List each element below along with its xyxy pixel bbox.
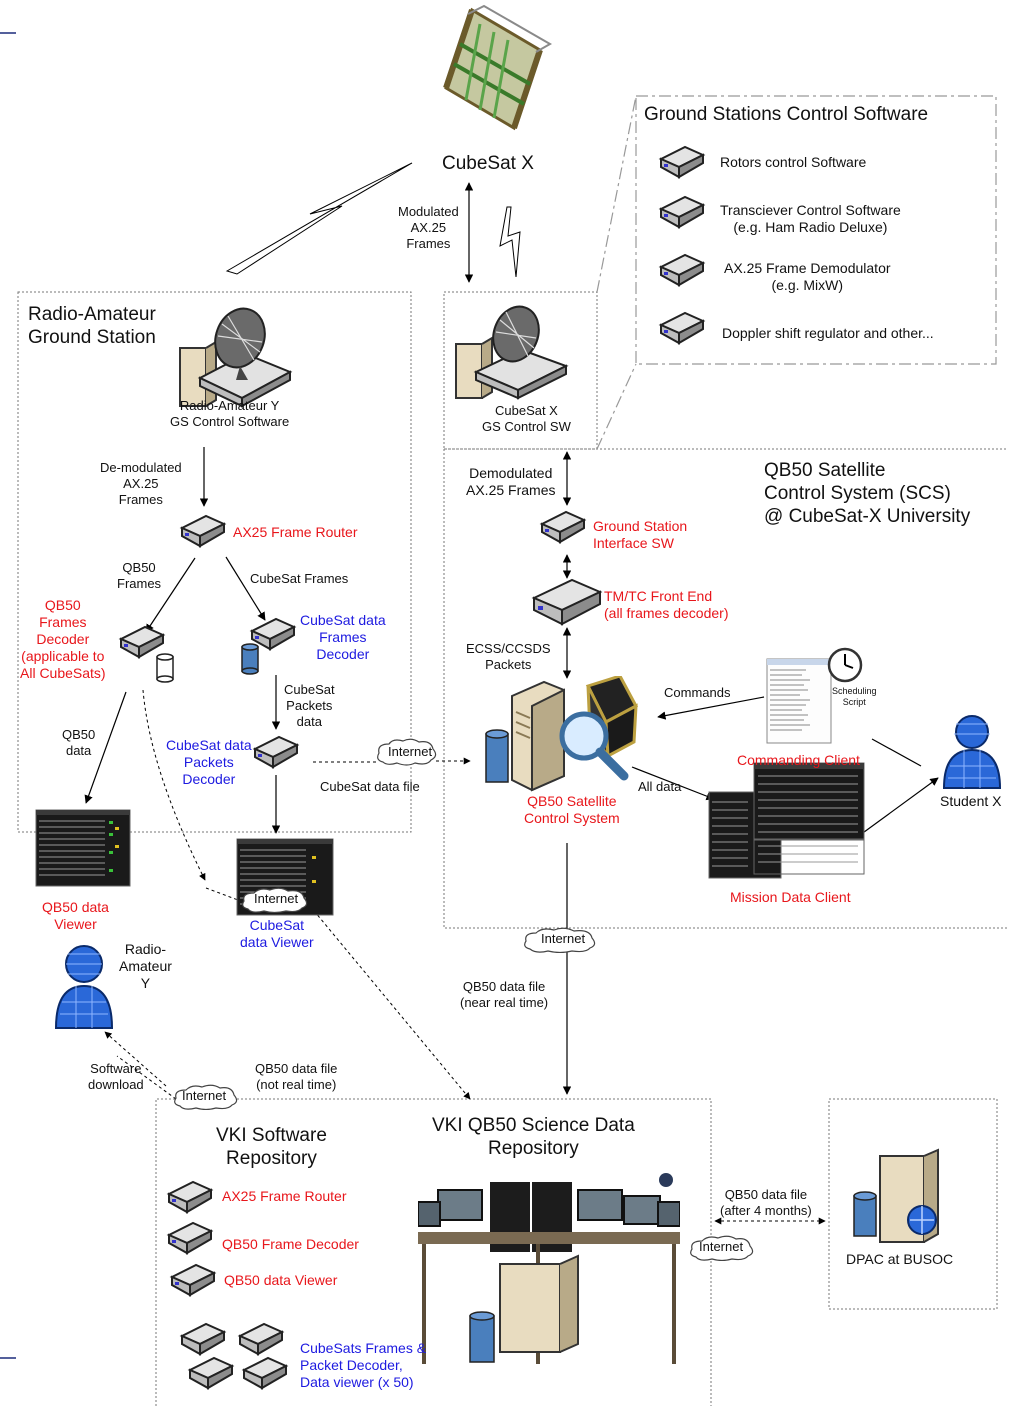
commands-label: Commands bbox=[664, 685, 731, 700]
cubesat-gs-box bbox=[443, 291, 598, 450]
radio-amateur-user-label: Radio- Amateur Y bbox=[119, 941, 172, 991]
downlink-label: Modulated AX.25 Frames bbox=[398, 204, 459, 251]
internet-cloud bbox=[524, 927, 596, 953]
ground-station-icon bbox=[455, 305, 569, 400]
gs-software-item: Rotors control Software bbox=[720, 154, 867, 170]
qb50-frames-label: QB50 Frames bbox=[117, 560, 162, 591]
scs-demod-label: Demodulated AX.25 Frames bbox=[466, 465, 556, 498]
scheduling-label: Scheduling Script bbox=[832, 686, 877, 707]
radio-link-right bbox=[499, 206, 521, 278]
gs-control-software-title: Ground Stations Control Software bbox=[644, 104, 929, 125]
router-icon bbox=[658, 195, 706, 229]
dpac-box bbox=[828, 1098, 998, 1310]
student-user-icon bbox=[942, 715, 1002, 789]
demod-label: De-modulated AX.25 Frames bbox=[100, 460, 182, 507]
vki-decoder-icon bbox=[166, 1221, 214, 1255]
tmtc-front-end-icon bbox=[531, 578, 603, 626]
software-download-label: Software download bbox=[88, 1061, 144, 1092]
qb50-viewer-screen bbox=[35, 809, 131, 887]
cubesat-viewer-label: CubeSat data Viewer bbox=[240, 917, 314, 950]
qb50-file-not-label: QB50 data file (not real time) bbox=[255, 1061, 338, 1092]
radio-amateur-user-icon bbox=[54, 945, 114, 1029]
gs-control-software-box bbox=[635, 95, 997, 365]
cubesat-packets-decoder-label: CubeSat data Packets Decoder bbox=[166, 737, 252, 787]
vki-item-cubesat-tools: CubeSats Frames & Packet Decoder, Data v… bbox=[300, 1340, 427, 1390]
internet-label: Internet bbox=[541, 931, 586, 946]
radio-amateur-gs-title: Radio-Amateur Ground Station bbox=[28, 304, 156, 348]
internet-cloud bbox=[174, 1084, 238, 1110]
control-system-label: QB50 Satellite Control System bbox=[524, 793, 620, 826]
gs-software-item: AX.25 Frame Demodulator (e.g. MixW) bbox=[724, 260, 891, 293]
qb50-decoder-icon bbox=[118, 625, 174, 683]
commanding-client-window bbox=[766, 658, 832, 744]
gs-software-item: Doppler shift regulator and other... bbox=[722, 325, 934, 341]
student-label: Student X bbox=[940, 793, 1002, 809]
vki-box bbox=[155, 1098, 712, 1406]
internet-label: Internet bbox=[699, 1239, 744, 1254]
satellite-label: CubeSat X bbox=[442, 153, 534, 174]
commanding-client-label: Commanding Client bbox=[737, 752, 860, 768]
gs-interface-label: Ground Station Interface SW bbox=[593, 518, 688, 551]
cubesat-frames-label: CubeSat Frames bbox=[250, 571, 349, 586]
gs-interface-icon bbox=[539, 510, 587, 544]
packets-decoder-icon bbox=[252, 735, 300, 769]
cubesat-frames-decoder-label: CubeSat data Frames Decoder bbox=[300, 612, 386, 662]
router-icon bbox=[658, 145, 706, 179]
qb50-file-near-label: QB50 data file (near real time) bbox=[460, 979, 549, 1010]
qb50-viewer-label: QB50 data Viewer bbox=[42, 899, 109, 932]
cubesat-packets-label: CubeSat Packets data bbox=[284, 682, 335, 729]
radio-link-left bbox=[225, 162, 413, 275]
all-data-label: All data bbox=[638, 779, 682, 794]
mission-data-screens bbox=[708, 762, 865, 879]
router-icon bbox=[658, 253, 706, 287]
qb50-decoder-label: QB50 Frames Decoder (applicable to All C… bbox=[20, 597, 106, 681]
tmtc-label: TM/TC Front End (all frames decoder) bbox=[604, 588, 729, 621]
scs-box bbox=[443, 448, 1008, 929]
internet-cloud bbox=[377, 738, 437, 766]
vki-software-title: VKI Software Repository bbox=[216, 1125, 327, 1169]
vki-router-icon bbox=[166, 1180, 214, 1214]
internet-cloud bbox=[242, 887, 308, 913]
ecss-packets-label: ECSS/CCSDS Packets bbox=[466, 641, 551, 672]
vki-science-title: VKI QB50 Science Data Repository bbox=[432, 1115, 635, 1159]
router-icon bbox=[658, 311, 706, 345]
vki-cubesat-tools-icon bbox=[179, 1322, 289, 1390]
internet-label: Internet bbox=[182, 1088, 227, 1103]
internet-cloud bbox=[690, 1235, 754, 1261]
vki-item-decoder: QB50 Frame Decoder bbox=[222, 1236, 359, 1252]
control-system-icon bbox=[485, 676, 639, 792]
cubesat-data-file-label: CubeSat data file bbox=[320, 779, 420, 794]
cubesat-gs-label: CubeSat X GS Control SW bbox=[482, 403, 571, 434]
cubesat-frames-decoder-icon bbox=[241, 617, 297, 675]
vki-control-room-image bbox=[418, 1172, 680, 1364]
vki-item-viewer: QB50 data Viewer bbox=[224, 1272, 338, 1288]
internet-label: Internet bbox=[254, 891, 299, 906]
radio-amateur-gs-box bbox=[17, 291, 412, 833]
mission-client-label: Mission Data Client bbox=[730, 889, 851, 905]
frame-router-label: AX25 Frame Router bbox=[233, 524, 358, 540]
frame-router-icon bbox=[179, 514, 227, 548]
dpac-label: DPAC at BUSOC bbox=[846, 1251, 954, 1267]
cubesat-icon bbox=[443, 4, 553, 131]
radio-amateur-gs-label: Radio-Amateur Y GS Control Software bbox=[170, 398, 290, 429]
qb50-data-label: QB50 data bbox=[62, 727, 96, 758]
vki-item-router: AX25 Frame Router bbox=[222, 1188, 347, 1204]
after-months-label: QB50 data file (after 4 months) bbox=[720, 1187, 812, 1218]
ground-station-icon bbox=[179, 307, 293, 408]
dpac-server-icon bbox=[853, 1148, 939, 1243]
internet-label: Internet bbox=[388, 744, 433, 759]
vki-viewer-icon bbox=[169, 1263, 217, 1297]
clock-icon bbox=[827, 647, 863, 683]
gs-software-item: Transciever Control Software (e.g. Ham R… bbox=[720, 202, 901, 235]
scs-title: QB50 Satellite Control System (SCS) @ Cu… bbox=[764, 460, 971, 527]
